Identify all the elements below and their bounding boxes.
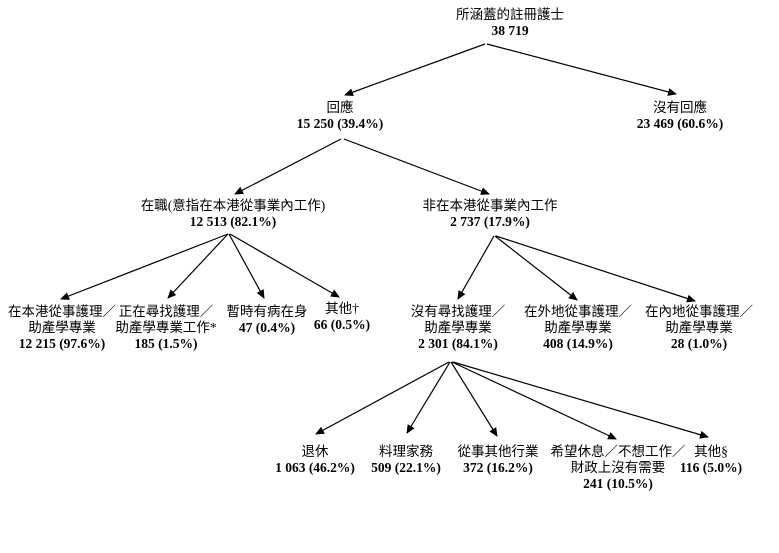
node-not-in-profession-label: 非在本港從事業內工作 — [422, 198, 558, 213]
node-rest-label2: 財政上沒有需要 — [570, 460, 666, 475]
node-overseas-label: 在外地從事護理／ — [524, 304, 632, 319]
node-retired-label: 退休 — [301, 444, 329, 459]
node-rest-label: 希望休息／不想工作／ — [550, 444, 686, 459]
node-others-section: 其他§ 116 (5.0%) — [666, 444, 756, 476]
node-root-value: 38 719 — [491, 23, 529, 38]
node-others-section-value: 116 (5.0%) — [679, 460, 743, 475]
node-mainland: 在內地從事護理／ 助產學專業 28 (1.0%) — [629, 304, 769, 352]
node-not-in-profession-value: 2 737 (17.9%) — [450, 214, 530, 229]
node-temporarily-ill-value: 47 (0.4%) — [238, 320, 296, 335]
node-no-response: 沒有回應 23 469 (60.6%) — [600, 100, 760, 132]
node-rest-value: 241 (10.5%) — [583, 476, 653, 491]
node-not-in-profession: 非在本港從事業內工作 2 737 (17.9%) — [380, 198, 600, 230]
node-housework: 料理家務 509 (22.1%) — [351, 444, 461, 476]
node-others-dagger: 其他† 66 (0.5%) — [297, 301, 387, 333]
node-others-section-label: 其他§ — [694, 444, 728, 459]
node-housework-label: 料理家務 — [379, 444, 433, 459]
node-overseas: 在外地從事護理／ 助產學專業 408 (14.9%) — [508, 304, 648, 352]
node-employed-label: 在職(意指在本港從事業內工作) — [140, 198, 326, 213]
node-overseas-value: 408 (14.9%) — [543, 336, 613, 351]
node-no-response-label: 沒有回應 — [653, 100, 707, 115]
node-other-industry: 從事其他行業 372 (16.2%) — [438, 444, 558, 476]
node-practising-hk-label: 在本港從事護理／ — [8, 304, 116, 319]
node-root: 所涵蓋的註冊護士 38 719 — [410, 7, 610, 39]
node-mainland-value: 28 (1.0%) — [670, 336, 728, 351]
node-mainland-label: 在內地從事護理／ — [645, 304, 753, 319]
node-seeking-work-value: 185 (1.5%) — [134, 336, 198, 351]
node-retired: 退休 1 063 (46.2%) — [255, 444, 375, 476]
node-seeking-work-label2: 助產學專業工作* — [115, 320, 217, 335]
node-seeking-work: 正在尋找護理／ 助產學專業工作* 185 (1.5%) — [101, 304, 231, 352]
node-not-seeking-label2: 助產學專業 — [424, 320, 492, 335]
node-not-seeking: 沒有尋找護理／ 助產學專業 2 301 (84.1%) — [393, 304, 523, 352]
node-no-response-value: 23 469 (60.6%) — [636, 116, 724, 131]
node-employed: 在職(意指在本港從事業內工作) 12 513 (82.1%) — [93, 198, 373, 230]
node-others-dagger-value: 66 (0.5%) — [313, 317, 371, 332]
node-practising-hk: 在本港從事護理／ 助產學專業 12 215 (97.6%) — [0, 304, 124, 352]
node-temporarily-ill: 暫時有病在身 47 (0.4%) — [212, 304, 322, 336]
node-not-seeking-label: 沒有尋找護理／ — [410, 304, 506, 319]
node-practising-hk-label2: 助產學專業 — [28, 320, 96, 335]
node-others-dagger-label: 其他† — [325, 301, 359, 316]
node-retired-value: 1 063 (46.2%) — [275, 460, 355, 475]
node-temporarily-ill-label: 暫時有病在身 — [226, 304, 308, 319]
node-responded: 回應 15 250 (39.4%) — [260, 100, 420, 132]
node-overseas-label2: 助產學專業 — [544, 320, 612, 335]
node-employed-value: 12 513 (82.1%) — [189, 214, 277, 229]
node-other-industry-value: 372 (16.2%) — [463, 460, 533, 475]
node-practising-hk-value: 12 215 (97.6%) — [18, 336, 106, 351]
node-not-seeking-value: 2 301 (84.1%) — [418, 336, 498, 351]
node-rest: 希望休息／不想工作／ 財政上沒有需要 241 (10.5%) — [533, 444, 703, 492]
node-housework-value: 509 (22.1%) — [371, 460, 441, 475]
node-root-label: 所涵蓋的註冊護士 — [456, 7, 564, 22]
node-seeking-work-label: 正在尋找護理／ — [118, 304, 214, 319]
node-other-industry-label: 從事其他行業 — [457, 444, 539, 459]
node-responded-value: 15 250 (39.4%) — [296, 116, 384, 131]
node-mainland-label2: 助產學專業 — [665, 320, 733, 335]
node-responded-label: 回應 — [326, 100, 354, 115]
